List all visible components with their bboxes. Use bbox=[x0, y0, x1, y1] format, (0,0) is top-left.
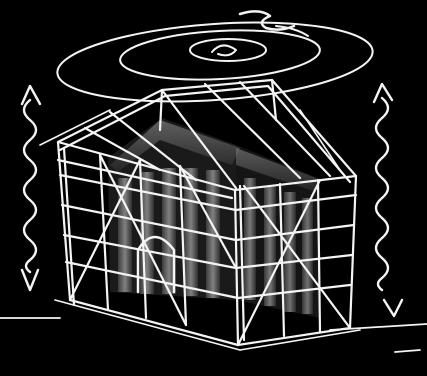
ground-line bbox=[0, 318, 427, 352]
left-wave-arrow bbox=[22, 86, 40, 290]
inner-building bbox=[108, 118, 320, 318]
right-wave-arrow bbox=[374, 84, 402, 316]
air-swirl-spiral bbox=[55, 11, 376, 111]
